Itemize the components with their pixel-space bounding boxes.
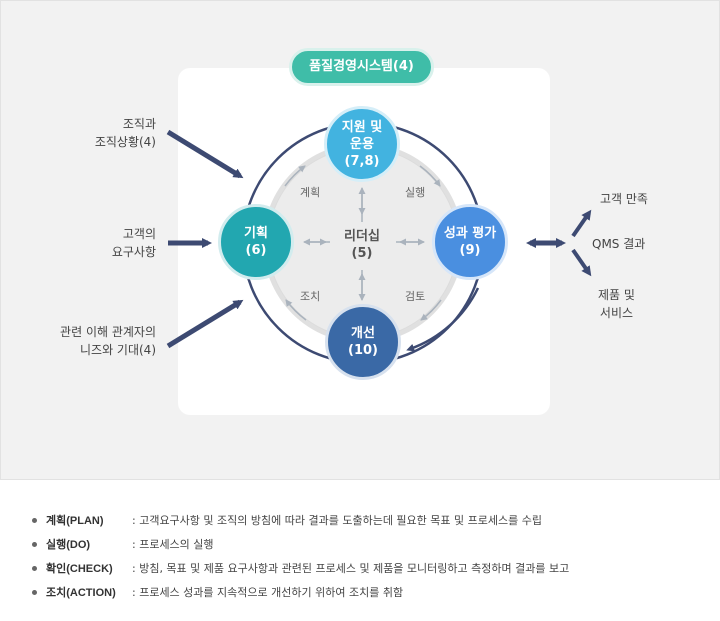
output-customer-satisfaction: 고객 만족	[600, 192, 648, 206]
cycle-arrow-do	[419, 165, 441, 187]
node-support-operation: 지원 및 운용 (7,8)	[324, 106, 400, 182]
legend-item-plan: 계획(PLAN) : 고객요구사항 및 조직의 방침에 따라 결과를 도출하는데…	[32, 508, 712, 532]
input-interested-parties: 관련 이해 관계자의 니즈와 기대(4)	[60, 325, 156, 357]
output-arrow-satisfaction	[571, 209, 592, 238]
outer-ring-arrow	[406, 287, 480, 352]
bullet-icon	[32, 517, 37, 523]
cycle-arrow-check	[420, 299, 442, 321]
input-customer-requirements: 고객의 요구사항	[111, 227, 156, 259]
cycle-arrow-plan	[284, 165, 306, 187]
step-do-label: 실행	[405, 186, 426, 199]
output-qms-results: QMS 결과	[592, 237, 646, 251]
legend-item-do: 실행(DO) : 프로세스의 실행	[32, 532, 712, 556]
bullet-icon	[32, 541, 37, 547]
node-performance-evaluation: 성과 평가 (9)	[432, 204, 508, 280]
step-act-label: 조치	[300, 290, 321, 303]
input-organization-context: 조직과 조직상황(4)	[94, 117, 156, 149]
legend-item-action: 조치(ACTION) : 프로세스 성과를 지속적으로 개선하기 위하여 조치를…	[32, 580, 712, 604]
input-arrow-parties	[166, 299, 244, 349]
pdca-legend: 계획(PLAN) : 고객요구사항 및 조직의 방침에 따라 결과를 도출하는데…	[32, 508, 712, 604]
step-plan-label: 계획	[300, 186, 321, 199]
input-arrow-org	[166, 129, 244, 179]
legend-item-check: 확인(CHECK) : 방침, 목표 및 제품 요구사항과 관련된 프로세스 및…	[32, 556, 712, 580]
system-title-badge: 품질경영시스템(4)	[289, 48, 434, 86]
bullet-icon	[32, 589, 37, 595]
node-improvement: 개선 (10)	[325, 304, 401, 380]
output-arrow-products	[571, 248, 592, 277]
step-check-label: 검토	[405, 290, 426, 303]
cycle-arrow-act	[285, 299, 307, 321]
bullet-icon	[32, 565, 37, 571]
output-products-services: 제품 및 서비스	[598, 288, 635, 320]
center-leadership: 리더십 (5)	[344, 229, 380, 261]
node-planning: 기획 (6)	[218, 204, 294, 280]
